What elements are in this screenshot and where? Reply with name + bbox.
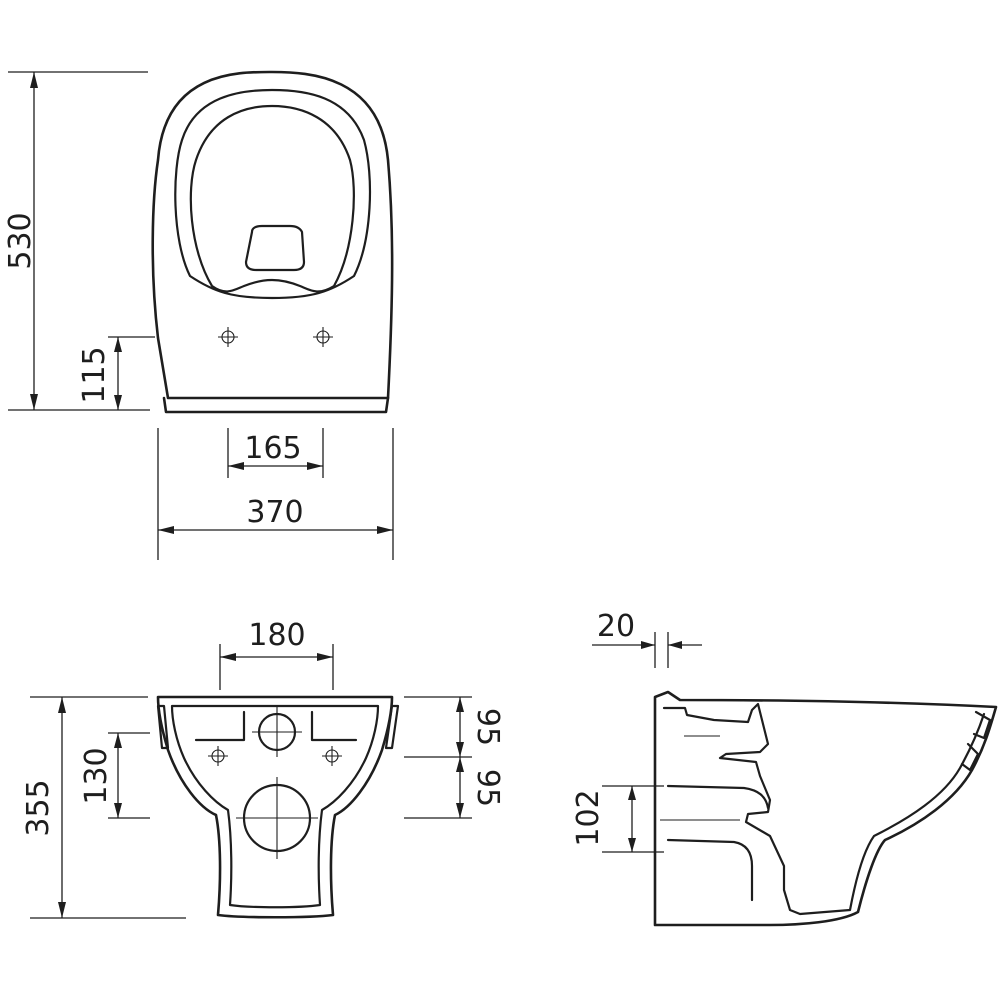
dimension-outlet-height: 102 [571,785,664,853]
side-view-channel [666,784,770,902]
top-view-bowl [189,104,355,293]
dimension-label-20: 20 [597,609,635,644]
top-view-rim [174,88,372,300]
dimension-label-370: 370 [246,495,303,530]
top-view-flush-hole [244,224,306,272]
dimension-wall-thickness: 20 [592,609,702,668]
dimension-label-180: 180 [248,618,305,653]
front-view-outline [156,695,394,919]
dimension-label-165: 165 [244,431,301,466]
dimension-mount-height: 115 [77,336,155,410]
dimension-label-355: 355 [21,779,56,836]
front-view-bracket [194,710,358,742]
front-view-tab-left [156,704,170,750]
front-view-mount-hole-right [322,746,342,766]
dimension-hole-spacing: 165 [227,428,324,478]
side-view-rim-detail [960,710,992,772]
top-view-base-plate [162,396,390,414]
side-view-inner [662,702,986,916]
dimension-front-height: 355 [21,696,186,919]
dimension-top-height: 530 [3,71,150,411]
dimension-label-530: 530 [3,212,38,269]
dimension-label-95-upper: 95 [470,708,505,746]
side-view [653,690,998,927]
front-view-mount-hole-left [208,746,228,766]
dimension-side-heights: 95 95 [404,696,505,819]
top-view-mount-hole-right [313,327,333,347]
dimension-label-130: 130 [79,747,114,804]
front-view [156,695,400,919]
dimension-label-102: 102 [571,789,606,846]
front-view-inner [170,704,380,909]
front-view-outlet [236,777,318,859]
top-view [151,70,394,414]
side-view-outline [653,690,998,927]
dimension-front-hole-height: 130 [79,732,150,819]
dimension-label-115: 115 [77,346,112,403]
dimension-width: 370 [157,428,394,560]
top-view-mount-hole-left [218,327,238,347]
top-view-outline [151,70,394,400]
front-view-water-inlet [252,707,302,757]
front-view-tab-right [384,704,400,750]
dimension-label-95-lower: 95 [470,769,505,807]
dimension-front-width: 180 [219,618,334,690]
